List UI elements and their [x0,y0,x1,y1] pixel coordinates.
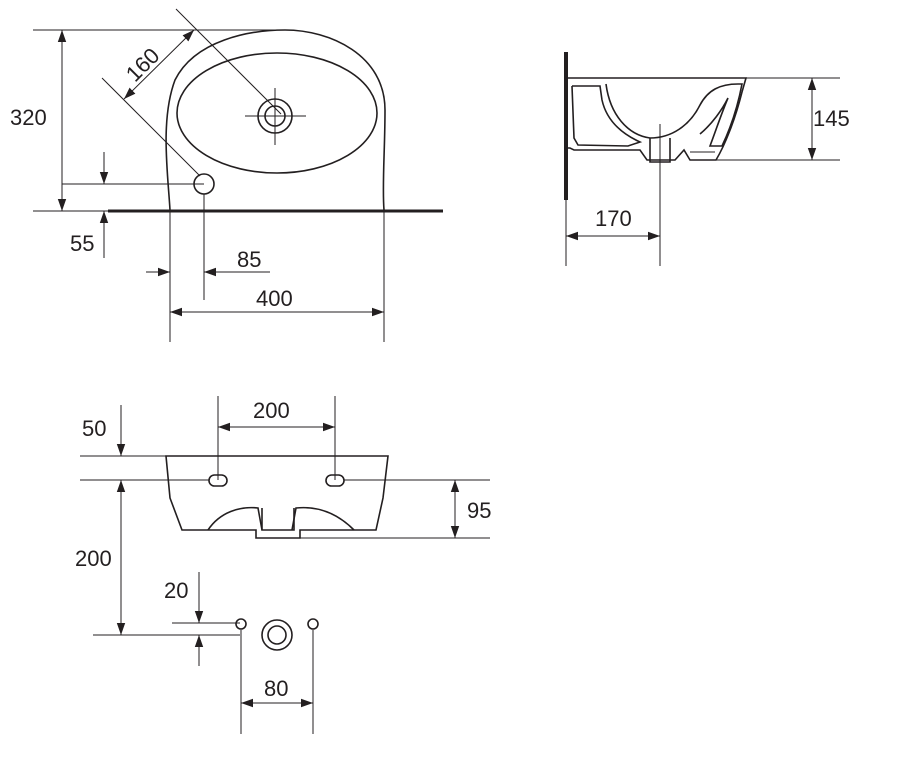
dim-label-55: 55 [70,231,94,256]
dim-label-20: 20 [164,578,188,603]
dim-label-200-left: 200 [75,546,112,571]
side-left-hollow [571,85,643,147]
side-right-rim [699,83,743,147]
ext-line-diag-1 [175,8,282,115]
outlet-detail: 20 80 [93,572,319,734]
outlet-pipe-inner [267,625,287,645]
outlet-left-bolt [235,618,247,630]
dim-label-200-top: 200 [253,398,290,423]
dim-label-320: 320 [10,105,47,130]
ext-line-diag-2 [101,77,201,177]
front-drain-stub [261,508,295,531]
front-view: 200 50 200 95 [75,396,491,635]
front-drain-curve [207,506,355,531]
dim-label-170: 170 [595,206,632,231]
dim-label-145: 145 [813,106,850,131]
dim-line-160 [123,29,195,100]
dim-label-85: 85 [237,247,261,272]
dim-label-80: 80 [264,676,288,701]
basin-outline [165,29,386,211]
dim-label-95: 95 [467,498,491,523]
top-view: 320 160 55 85 400 [10,8,443,342]
front-outline [165,455,389,539]
side-inner-bowl [605,83,739,139]
side-outer-profile [566,77,748,161]
dim-label-400: 400 [256,286,293,311]
outlet-pipe-outer [261,619,293,651]
inner-bowl [176,52,378,174]
outlet-right-bolt [307,618,319,630]
dim-label-160: 160 [121,43,165,87]
dim-label-50: 50 [82,416,106,441]
side-view: 145 170 [564,52,850,266]
